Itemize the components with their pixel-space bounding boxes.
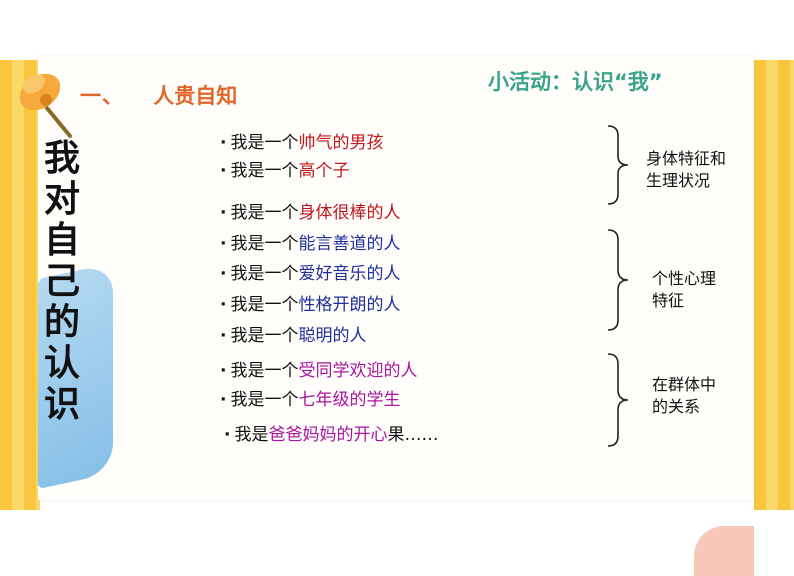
statement-prefix: 我是 bbox=[234, 425, 269, 445]
vertical-title: 我 对 自 己 的 认 识 bbox=[43, 138, 80, 425]
statement-highlight: 性格开朗的人 bbox=[298, 295, 401, 315]
section-heading-text: 人贵自知 bbox=[153, 84, 238, 108]
statement-highlight: 受同学欢迎的人 bbox=[298, 361, 418, 381]
bullet-dot: · bbox=[220, 390, 227, 410]
statement-prefix: 我是一个 bbox=[230, 264, 299, 284]
left-stripe-decoration bbox=[0, 60, 40, 510]
statement-highlight: 能言善道的人 bbox=[298, 234, 401, 254]
group-label-group: 在群体中 的关系 bbox=[652, 375, 717, 416]
bullet-dot: · bbox=[220, 133, 227, 153]
statement-item: ·我是一个聪明的人 bbox=[220, 321, 366, 346]
right-stripe-decoration bbox=[754, 60, 794, 510]
statement-prefix: 我是一个 bbox=[230, 326, 299, 346]
activity-title: 小活动：认识“我” bbox=[488, 70, 663, 94]
brace-icon-personality bbox=[607, 229, 629, 331]
statement-item: ·我是一个能言善道的人 bbox=[220, 229, 400, 254]
slide-card bbox=[38, 56, 754, 576]
statement-prefix: 我是一个 bbox=[230, 133, 299, 153]
bullet-dot: · bbox=[220, 161, 227, 181]
bullet-dot: · bbox=[220, 203, 227, 223]
statement-highlight: 帅气的男孩 bbox=[298, 133, 384, 153]
statement-prefix: 我是一个 bbox=[230, 203, 299, 223]
bullet-dot: · bbox=[224, 425, 231, 445]
bullet-dot: · bbox=[220, 295, 227, 315]
brace-icon-physical bbox=[607, 125, 629, 205]
statement-item: ·我是一个受同学欢迎的人 bbox=[220, 356, 417, 381]
brace-icon-group bbox=[607, 353, 629, 447]
bullet-dot: · bbox=[220, 264, 227, 284]
statement-prefix: 我是一个 bbox=[230, 295, 299, 315]
statement-suffix: 果…… bbox=[387, 425, 439, 445]
statement-highlight: 七年级的学生 bbox=[298, 390, 401, 410]
statement-highlight: 爱好音乐的人 bbox=[298, 264, 401, 284]
statement-item: ·我是爸爸妈妈的开心果…… bbox=[224, 420, 438, 445]
statement-highlight: 高个子 bbox=[298, 161, 350, 181]
group-label-personality: 个性心理 特征 bbox=[652, 269, 717, 310]
statement-prefix: 我是一个 bbox=[230, 390, 299, 410]
bullet-dot: · bbox=[220, 361, 227, 381]
pushpin-icon bbox=[19, 73, 72, 138]
statement-prefix: 我是一个 bbox=[230, 234, 299, 254]
bullet-dot: · bbox=[220, 326, 227, 346]
statement-item: ·我是一个高个子 bbox=[220, 156, 349, 181]
section-number: 一、 bbox=[80, 84, 124, 108]
bullet-dot: · bbox=[220, 234, 227, 254]
statement-item: ·我是一个爱好音乐的人 bbox=[220, 259, 400, 284]
statement-item: ·我是一个帅气的男孩 bbox=[220, 128, 383, 153]
group-label-physical: 身体特征和 生理状况 bbox=[646, 149, 727, 190]
statement-prefix: 我是一个 bbox=[230, 161, 299, 181]
statement-highlight: 爸爸妈妈的开心 bbox=[268, 425, 388, 445]
statement-prefix: 我是一个 bbox=[230, 361, 299, 381]
statement-item: ·我是一个性格开朗的人 bbox=[220, 290, 400, 315]
corner-decoration bbox=[694, 526, 754, 576]
statement-highlight: 聪明的人 bbox=[298, 326, 367, 346]
statement-highlight: 身体很棒的人 bbox=[298, 203, 401, 223]
section-heading: 一、 人贵自知 bbox=[80, 80, 237, 110]
statement-item: ·我是一个七年级的学生 bbox=[220, 385, 400, 410]
statement-item: ·我是一个身体很棒的人 bbox=[220, 198, 400, 223]
